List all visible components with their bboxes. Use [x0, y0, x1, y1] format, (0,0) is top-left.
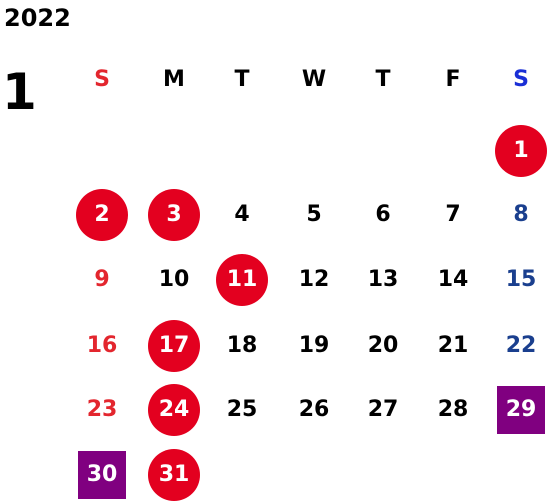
day-17[interactable]: 17 [148, 320, 200, 372]
day-20[interactable]: 20 [367, 333, 399, 358]
weekday-header-1: M [163, 67, 185, 92]
day-27[interactable]: 27 [367, 397, 399, 422]
day-8[interactable]: 8 [513, 202, 529, 227]
day-19[interactable]: 19 [298, 333, 330, 358]
day-15[interactable]: 15 [505, 267, 537, 292]
day-5[interactable]: 5 [306, 202, 322, 227]
day-11[interactable]: 11 [216, 254, 268, 306]
day-21[interactable]: 21 [437, 333, 469, 358]
day-6[interactable]: 6 [375, 202, 391, 227]
year-label: 2022 [4, 4, 71, 32]
day-30[interactable]: 30 [78, 451, 126, 499]
day-29[interactable]: 29 [497, 386, 545, 434]
day-24[interactable]: 24 [148, 384, 200, 436]
day-10[interactable]: 10 [158, 267, 190, 292]
weekday-header-3: W [301, 67, 327, 92]
day-2[interactable]: 2 [76, 189, 128, 241]
day-9[interactable]: 9 [94, 267, 110, 292]
weekday-header-5: F [445, 67, 461, 92]
weekday-header-0: S [94, 67, 110, 92]
day-22[interactable]: 22 [505, 333, 537, 358]
day-13[interactable]: 13 [367, 267, 399, 292]
day-7[interactable]: 7 [445, 202, 461, 227]
day-26[interactable]: 26 [298, 397, 330, 422]
weekday-header-4: T [375, 67, 391, 92]
day-3[interactable]: 3 [148, 189, 200, 241]
day-12[interactable]: 12 [298, 267, 330, 292]
month-number: 1 [2, 63, 37, 121]
day-28[interactable]: 28 [437, 397, 469, 422]
day-14[interactable]: 14 [437, 267, 469, 292]
day-1[interactable]: 1 [495, 125, 547, 177]
day-31[interactable]: 31 [148, 449, 200, 501]
day-4[interactable]: 4 [234, 202, 250, 227]
day-25[interactable]: 25 [226, 397, 258, 422]
day-23[interactable]: 23 [86, 397, 118, 422]
day-18[interactable]: 18 [226, 333, 258, 358]
day-16[interactable]: 16 [86, 333, 118, 358]
weekday-header-2: T [234, 67, 250, 92]
weekday-header-6: S [513, 67, 529, 92]
